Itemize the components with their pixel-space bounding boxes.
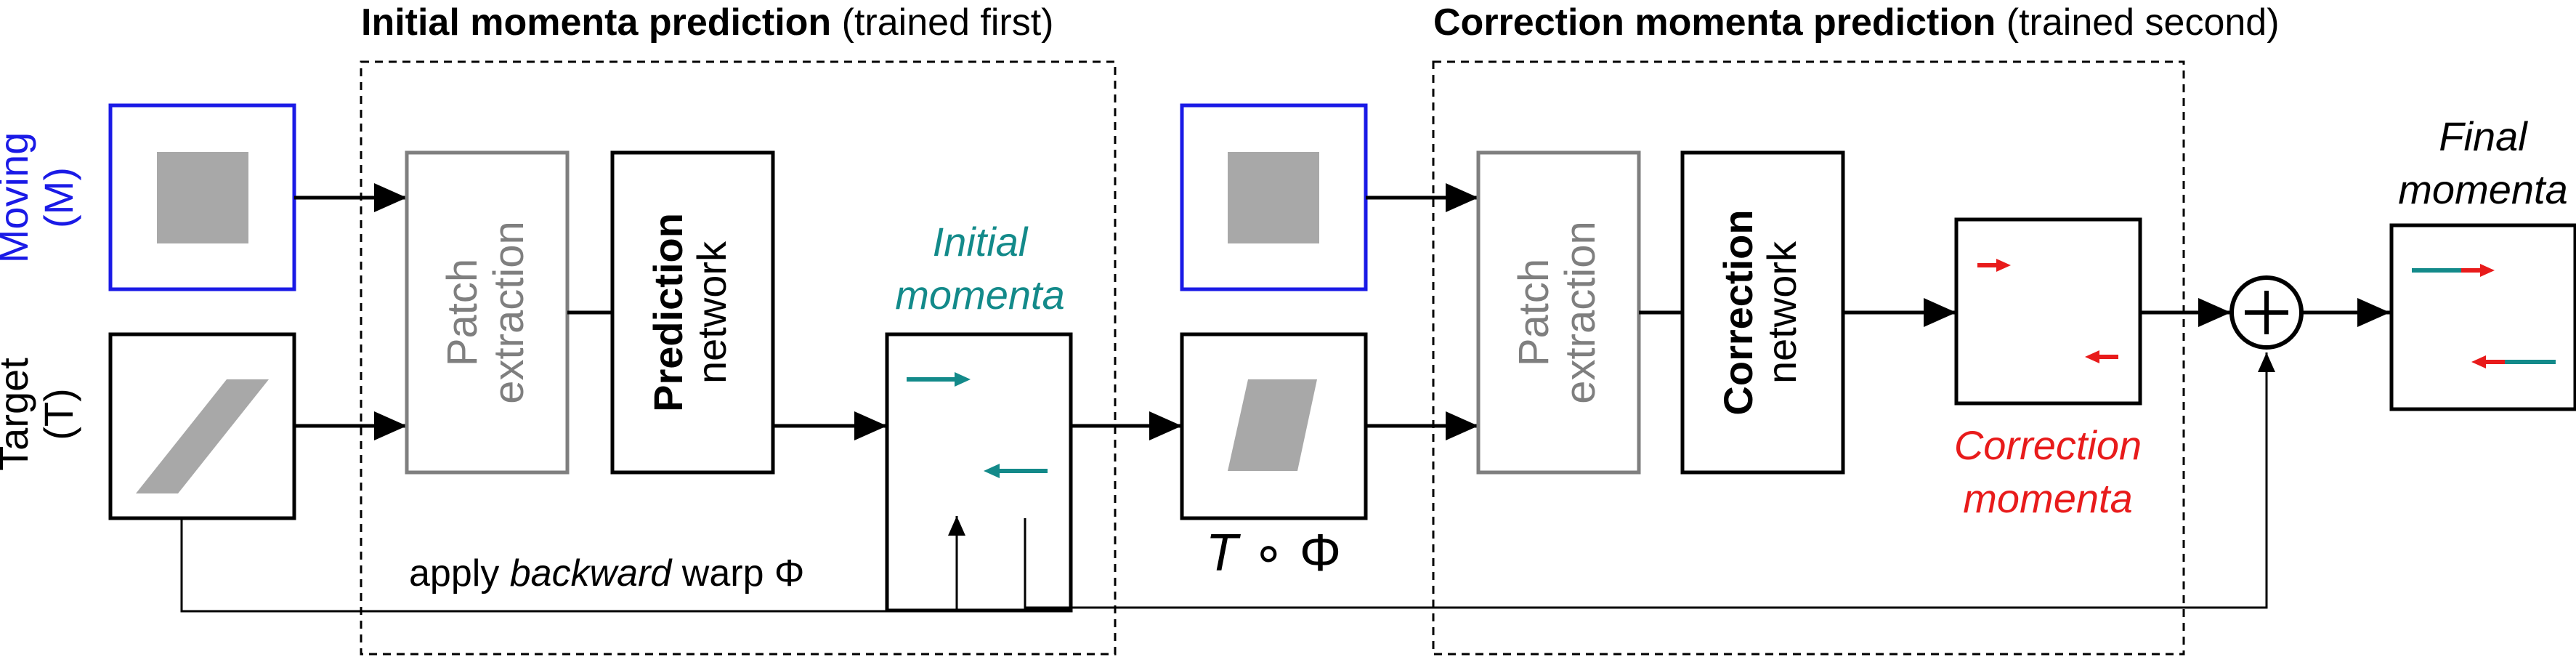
initial-momenta-arrow-right xyxy=(907,372,971,387)
correction-momenta-box xyxy=(1954,217,2142,406)
svg-text:extraction: extraction xyxy=(485,221,532,403)
backward-warp-path xyxy=(180,516,965,613)
svg-text:Target: Target xyxy=(0,358,36,471)
patch-extraction-label-2: Patch extraction xyxy=(1510,221,1604,403)
patch-extraction-block-1 xyxy=(405,150,570,475)
initial-momenta-label-line2: momenta xyxy=(895,272,1064,318)
svg-text:Moving: Moving xyxy=(0,132,36,264)
correction-momenta-arrow-right xyxy=(1977,259,2011,272)
patch-extraction-label-1: Patch extraction xyxy=(439,221,532,403)
svg-text:Correction: Correction xyxy=(1715,209,1761,415)
composition-label: T ∘ Φ xyxy=(1206,524,1342,582)
initial-momenta-arrow-left xyxy=(984,464,1048,478)
final-momenta-arrow-left xyxy=(2471,355,2556,368)
final-momenta-box xyxy=(2389,223,2576,411)
svg-text:network: network xyxy=(689,241,734,384)
moving-square-shape xyxy=(157,152,248,243)
svg-text:(T): (T) xyxy=(36,388,81,440)
final-momenta-label-line1: Final xyxy=(2439,113,2528,159)
final-momenta-arrow-right xyxy=(2412,264,2495,277)
correction-network-block xyxy=(1680,150,1845,475)
svg-text:Prediction: Prediction xyxy=(645,213,691,412)
correction-momenta-label-line2: momenta xyxy=(1963,475,2132,521)
svg-text:(M): (M) xyxy=(36,167,81,228)
final-momenta-label-line2: momenta xyxy=(2398,166,2567,212)
prediction-network-block xyxy=(610,150,775,475)
correction-section-title: Correction momenta prediction (trained s… xyxy=(1433,1,2280,44)
svg-text:extraction: extraction xyxy=(1557,221,1604,403)
moving-label: Moving (M) xyxy=(0,132,81,264)
svg-text:Patch: Patch xyxy=(439,259,486,366)
correction-momenta-arrow-left xyxy=(2085,350,2118,363)
warped-target-shape xyxy=(1228,379,1317,471)
initial-momenta-label-line1: Initial xyxy=(933,219,1029,265)
prediction-network-label: Prediction network xyxy=(645,213,734,412)
backward-warp-label: apply backward warp Φ xyxy=(409,552,804,594)
correction-section-frame xyxy=(1432,60,2185,656)
target-parallelogram-shape xyxy=(136,379,269,493)
correction-momenta-label-line1: Correction xyxy=(1954,422,2142,468)
initial-section-frame xyxy=(360,60,1117,656)
initial-section-title: Initial momenta prediction (trained firs… xyxy=(361,1,1053,44)
initial-momenta-skip-path xyxy=(1024,352,2275,609)
moving-square-shape-2 xyxy=(1228,152,1319,243)
svg-text:Patch: Patch xyxy=(1510,259,1558,366)
correction-network-label: Correction network xyxy=(1715,209,1805,415)
svg-text:network: network xyxy=(1759,241,1805,384)
target-label: Target (T) xyxy=(0,358,81,471)
